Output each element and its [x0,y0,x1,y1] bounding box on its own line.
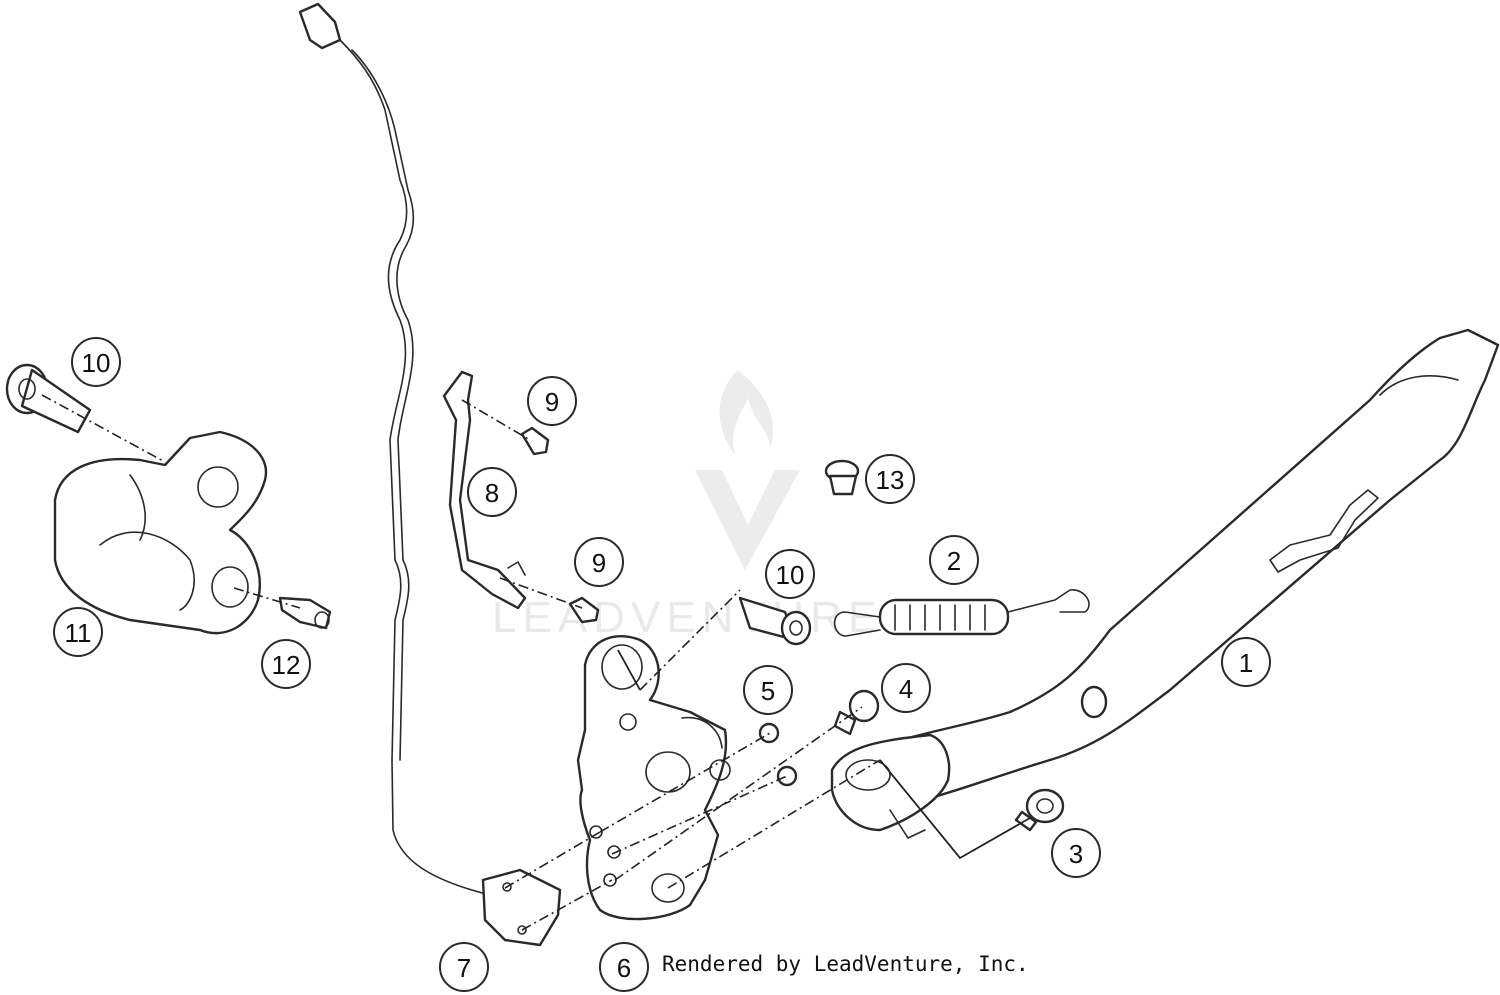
callout-circle [527,376,577,426]
bushing-part-10-left [5,363,92,434]
leadventure-watermark: LEADVENTURE [492,370,883,642]
callout-circle [881,663,931,713]
callout-number: 9 [545,387,559,417]
callout-number: 13 [876,465,905,495]
callout-circle [71,337,121,387]
leader-lines [41,394,1031,931]
callout-number: 12 [272,650,301,680]
pivot-bolt-part-4 [833,689,880,736]
watermark-text: LEADVENTURE [492,593,883,642]
rendered-by-credit: Rendered by LeadVenture, Inc. [662,952,1029,976]
pin-part-12 [278,596,332,630]
side-stand-leg [830,328,1500,839]
callout-c10b: 10 [765,549,815,599]
callout-number: 4 [899,674,913,704]
screw-part-3 [1014,788,1065,832]
callout-circle [53,607,103,657]
callout-circle [1221,637,1271,687]
small-bolts-part-5 [758,722,798,787]
callout-circle [574,537,624,587]
screws-part-9 [520,426,600,624]
callout-c2: 2 [929,535,979,585]
return-spring [833,589,1090,637]
stand-bracket [576,635,731,921]
callout-circle [1051,828,1101,878]
callout-c1: 1 [1221,637,1271,687]
callout-c8: 8 [467,467,517,517]
callout-c12: 12 [261,639,311,689]
cable-holder-plate [442,370,527,610]
callout-circle [261,639,311,689]
callout-c3: 3 [1051,828,1101,878]
nut-part-13 [824,459,860,496]
callout-c9b: 9 [574,537,624,587]
callout-c10a: 10 [71,337,121,387]
callout-circle [439,942,489,992]
callout-circle [467,467,517,517]
side-stand-switch-cable [298,2,562,947]
callout-number: 10 [776,560,805,590]
callout-circle [765,549,815,599]
callout-circle [599,942,649,992]
callout-number: 7 [457,953,471,983]
sensor-housing-part-11 [53,430,268,635]
callout-number: 3 [1069,839,1083,869]
callout-c13: 13 [865,454,915,504]
callout-c9a: 9 [527,376,577,426]
callout-number: 5 [761,676,775,706]
callout-number: 2 [947,546,961,576]
callout-number: 8 [485,478,499,508]
callout-number: 6 [617,953,631,983]
callout-c6: 6 [599,942,649,992]
callout-c11: 11 [53,607,103,657]
callout-number: 9 [592,548,606,578]
callout-c4: 4 [881,663,931,713]
callout-c7: 7 [439,942,489,992]
callout-number: 11 [65,618,92,648]
callout-c5: 5 [743,665,793,715]
callout-number: 10 [82,348,111,378]
bushing-part-10-right [738,596,812,646]
callout-circle [929,535,979,585]
callout-circle [865,454,915,504]
callout-circle [743,665,793,715]
callout-number: 1 [1239,648,1253,678]
